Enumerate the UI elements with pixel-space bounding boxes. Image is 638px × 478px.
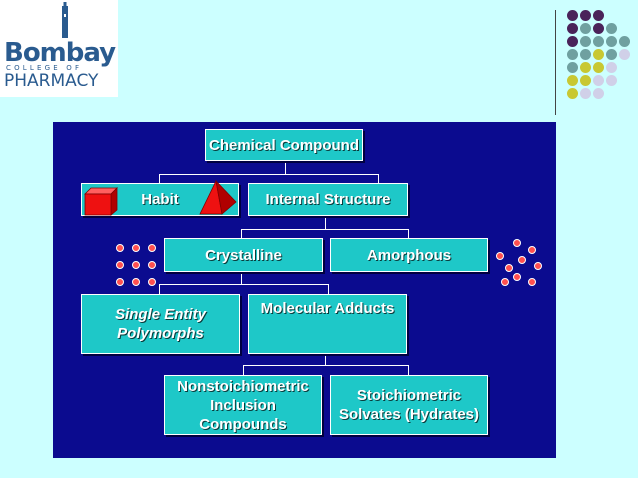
cube-icon [84, 187, 118, 216]
dot [606, 75, 617, 86]
dot [567, 10, 578, 21]
lattice-dot [116, 261, 124, 269]
dot [606, 36, 617, 47]
diagram-panel: Chemical Compound Habit Internal Structu… [53, 122, 556, 458]
node-crystalline: Crystalline [164, 238, 323, 272]
dot [606, 49, 617, 60]
node-single-entity-polymorphs: Single Entity Polymorphs [81, 294, 240, 354]
node-label: Crystalline [205, 246, 282, 264]
connector-line [325, 354, 326, 365]
random-dot [513, 239, 521, 247]
connector-line [241, 229, 409, 230]
node-label-line1: Nonstoichiometric [177, 377, 309, 395]
node-label: Molecular Adducts [260, 300, 395, 317]
node-nonstoichiometric: Nonstoichiometric Inclusion Compounds [164, 375, 322, 435]
lattice-dot [116, 278, 124, 286]
dot [580, 36, 591, 47]
dot [593, 75, 604, 86]
connector-line [328, 284, 329, 294]
random-dot [518, 256, 526, 264]
lattice-dot [132, 244, 140, 252]
logo-college: COLLEGE OF [6, 64, 83, 72]
dot [593, 23, 604, 34]
dot [567, 75, 578, 86]
dot [593, 10, 604, 21]
pyramid-icon [199, 179, 237, 215]
dot [567, 23, 578, 34]
logo-pharmacy: PHARMACY [4, 71, 99, 91]
node-label-line1: Stoichiometric [356, 387, 462, 404]
random-dot [534, 262, 542, 270]
connector-line [159, 174, 379, 175]
node-amorphous: Amorphous [330, 238, 488, 272]
dot [593, 49, 604, 60]
node-label: Internal Structure [265, 191, 391, 208]
connector-line [159, 284, 329, 285]
dot [619, 36, 630, 47]
random-dot [528, 278, 536, 286]
connector-line [325, 216, 326, 229]
node-molecular-adducts: Molecular Adducts [248, 294, 407, 354]
dot [593, 36, 604, 47]
dot [580, 62, 591, 73]
node-label-line2: Inclusion Compounds [199, 396, 287, 433]
connector-line [408, 365, 409, 375]
connector-line [285, 161, 286, 174]
node-internal-structure: Internal Structure [248, 183, 408, 216]
dot [567, 88, 578, 99]
connector-line [159, 284, 160, 294]
tower-icon [62, 2, 68, 38]
node-label: Chemical Compound [208, 136, 359, 154]
dot [606, 62, 617, 73]
dot [580, 88, 591, 99]
connector-line [241, 272, 242, 284]
node-label-line2: Polymorphs [117, 325, 204, 342]
random-dot [496, 252, 504, 260]
connector-line [378, 174, 379, 183]
dot [619, 49, 630, 60]
node-label: Habit [141, 191, 179, 208]
dot [567, 49, 578, 60]
dot [580, 49, 591, 60]
dot [593, 62, 604, 73]
dot [593, 88, 604, 99]
dot [580, 23, 591, 34]
dot [580, 10, 591, 21]
node-label-line1: Single Entity [115, 306, 206, 323]
lattice-dot [132, 278, 140, 286]
node-label: Amorphous [366, 246, 452, 264]
lattice-dot [132, 261, 140, 269]
lattice-dot [116, 244, 124, 252]
bombay-college-of-pharmacy-logo: Bombay COLLEGE OF PHARMACY [0, 0, 118, 97]
connector-line [243, 365, 409, 366]
node-stoichiometric: Stoichiometric Solvates (Hydrates) [330, 375, 488, 435]
node-chemical-compound: Chemical Compound [205, 129, 363, 161]
connector-line [408, 229, 409, 238]
random-dot [501, 278, 509, 286]
dot [567, 36, 578, 47]
random-dot [528, 246, 536, 254]
dot [580, 75, 591, 86]
dot [606, 23, 617, 34]
logo-brand: Bombay [4, 38, 116, 68]
lattice-dot [148, 261, 156, 269]
random-dot [505, 264, 513, 272]
node-label-line2: Solvates (Hydrates) [338, 406, 480, 423]
divider-line [555, 10, 556, 115]
dot [567, 62, 578, 73]
connector-line [241, 229, 242, 238]
connector-line [159, 174, 160, 183]
lattice-dot [148, 244, 156, 252]
random-dot [513, 273, 521, 281]
connector-line [243, 365, 244, 375]
lattice-dot [148, 278, 156, 286]
